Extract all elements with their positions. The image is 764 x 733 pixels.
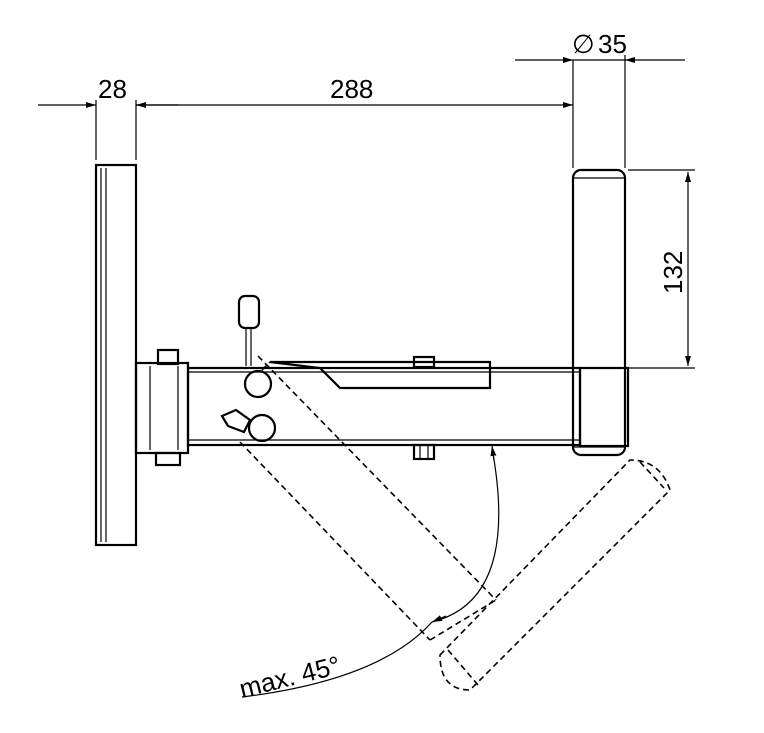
diameter-symbol-icon: ∅ xyxy=(572,29,595,59)
bracket-arm xyxy=(186,355,582,461)
dim-label-288: 288 xyxy=(330,74,373,104)
wall-plate xyxy=(94,163,138,547)
angle-label: max. 45° xyxy=(236,650,343,704)
dimension-28: 28 xyxy=(38,74,178,160)
mast-tube xyxy=(571,168,630,457)
dimension-288: 288 xyxy=(136,60,574,168)
dim-label-28: 28 xyxy=(98,74,127,104)
dimension-diameter-35: ∅ 35 xyxy=(515,29,685,168)
swivelled-arm-outline xyxy=(239,355,671,691)
hinge-block xyxy=(134,348,190,467)
dim-label-132: 132 xyxy=(658,251,688,294)
locking-pin xyxy=(237,294,261,366)
dim-label-35: 35 xyxy=(598,29,627,59)
dimension-132: 132 xyxy=(628,169,695,369)
